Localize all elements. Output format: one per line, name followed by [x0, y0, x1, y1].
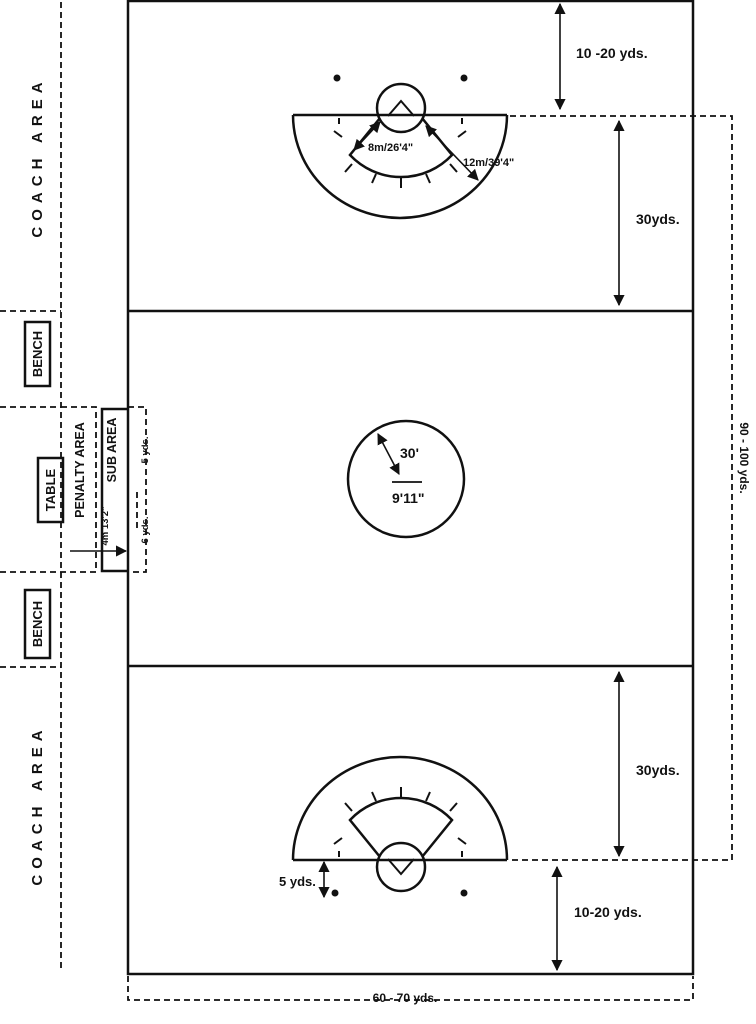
bottom-goal-cage [387, 858, 415, 876]
top-restraining-label: 10 -20 yds. [576, 45, 648, 61]
bench-bottom-frame [23, 588, 52, 660]
arc-8m-label: 8m/26'4" [368, 142, 413, 154]
bottom-dot-right [460, 889, 468, 897]
penalty-width-label: 4m 13'2" [100, 507, 111, 546]
center-radius-label: 30' [400, 445, 419, 461]
bottom-goal-area [291, 755, 509, 899]
sub-bottom-label: 6 yds. [140, 517, 151, 544]
bench-top-label: BENCH [30, 331, 45, 377]
field-boundary [126, 0, 695, 976]
arrow-8m [353, 121, 381, 151]
top-30yds-label: 30yds. [636, 211, 680, 227]
sub-area-solid [100, 407, 128, 573]
top-goal-circle [375, 82, 427, 134]
bench-bottom-label: BENCH [30, 601, 45, 647]
bottom-goal-circle [375, 841, 427, 893]
center-circle-group [346, 419, 466, 539]
table-frame [36, 456, 65, 524]
top-goal-area [291, 74, 509, 220]
field-width-label: 60 - 70 yds. [373, 991, 438, 1005]
top-goal-cage [387, 99, 415, 117]
top-dot-left [333, 74, 341, 82]
bottom-fan-outer-arc [291, 755, 509, 861]
bench-bottom-box [0, 571, 61, 668]
center-diameter-label: 9'11" [392, 490, 425, 506]
field-length-label: 90 - 100 yds. [737, 422, 751, 493]
coach-area-top-label: COACH AREA [29, 76, 46, 237]
arrow-12m [425, 125, 479, 181]
bottom-30yds-label: 30yds. [636, 762, 680, 778]
arc-12m-label: 12m/39'4" [463, 157, 514, 169]
top-fan-outer-arc [291, 114, 509, 220]
bottom-fan-8m [348, 796, 454, 858]
field-width-dim-line [127, 976, 694, 1001]
bottom-hash-marks [333, 787, 467, 857]
dashed-lines [0, 2, 733, 1001]
center-circle [346, 419, 466, 539]
bench-top-frame [23, 320, 52, 388]
bottom-restraining-label: 10-20 yds. [574, 904, 642, 920]
sub-area-box [128, 406, 147, 573]
sub-area-label: SUB AREA [105, 418, 119, 483]
bench-top-box [0, 310, 61, 408]
bottom-dot-left [331, 889, 339, 897]
field-length-dim-line [510, 115, 733, 861]
dimension-arrows [551, 2, 625, 972]
penalty-area-label: PENALTY AREA [73, 422, 87, 518]
top-dot-right [460, 74, 468, 82]
sub-top-label: 5 yds. [140, 437, 151, 464]
center-radius-arrow [377, 433, 400, 475]
coach-area-bottom-label: COACH AREA [29, 724, 46, 885]
goal-line-offset-label: 5 yds. [279, 874, 316, 889]
table-label: TABLE [43, 468, 58, 511]
